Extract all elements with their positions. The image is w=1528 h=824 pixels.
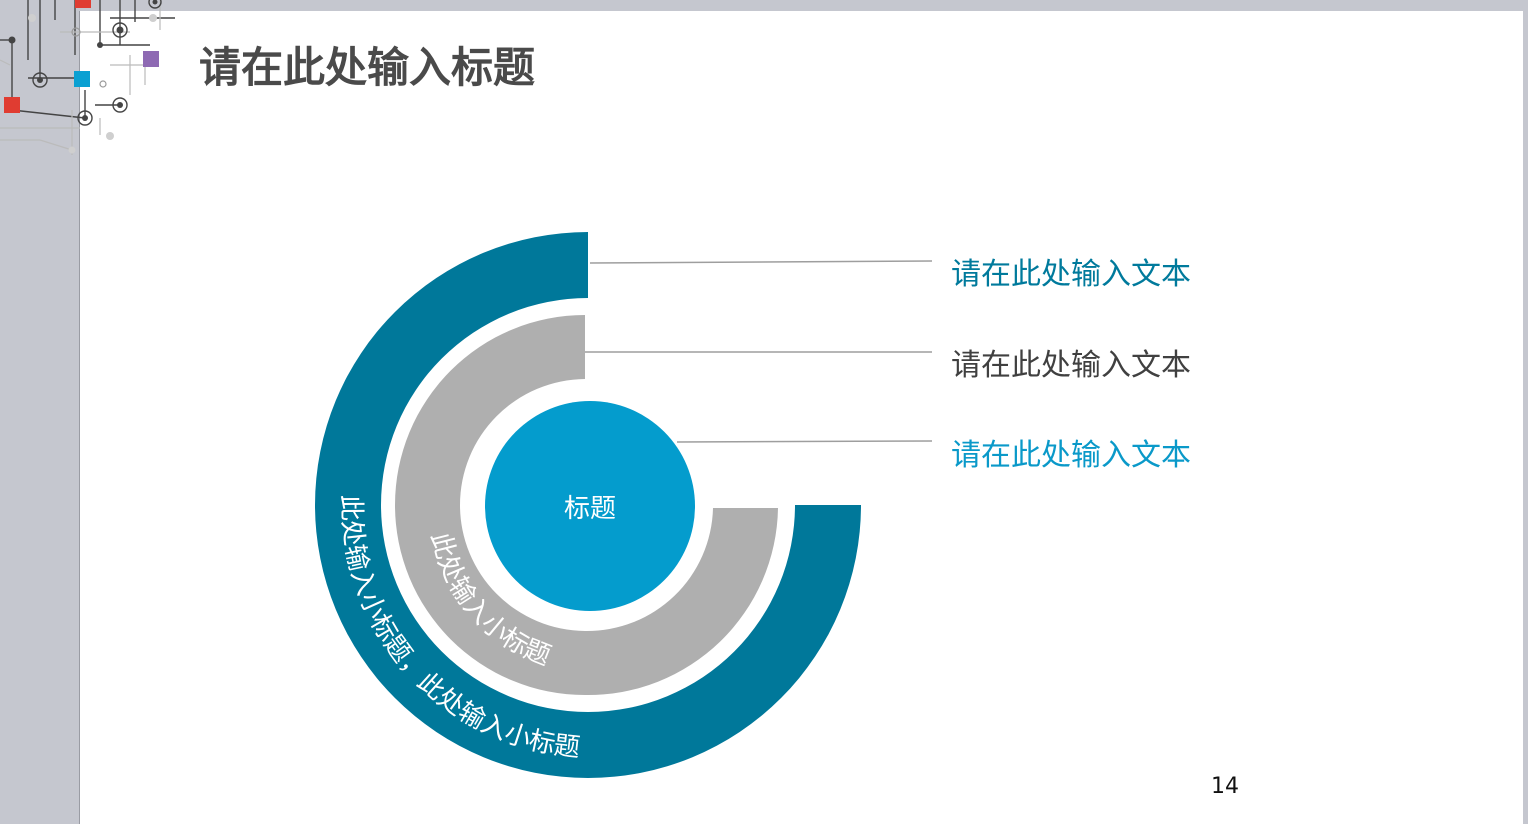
left-sidebar-strip [0, 0, 79, 824]
connector-line-3 [676, 440, 933, 443]
callout-text-1: 请在此处输入文本 [951, 257, 1191, 292]
accent-red-square [4, 97, 20, 113]
center-circle [485, 401, 695, 611]
callout-text-3: 请在此处输入文本 [951, 438, 1191, 473]
slide-page [79, 11, 1523, 824]
accent-cyan-square [74, 71, 90, 87]
accent-red-square-top [75, 0, 91, 8]
connector-line-1 [589, 260, 933, 264]
callout-text-2: 请在此处输入文本 [951, 348, 1191, 383]
slide-title: 请在此处输入标题 [199, 43, 536, 92]
accent-purple-square [143, 51, 159, 67]
middle-ring [395, 315, 778, 696]
center-label: 标题 [564, 494, 616, 524]
page-number: 14 [1211, 774, 1239, 799]
circuit-decoration-icon [0, 0, 175, 155]
